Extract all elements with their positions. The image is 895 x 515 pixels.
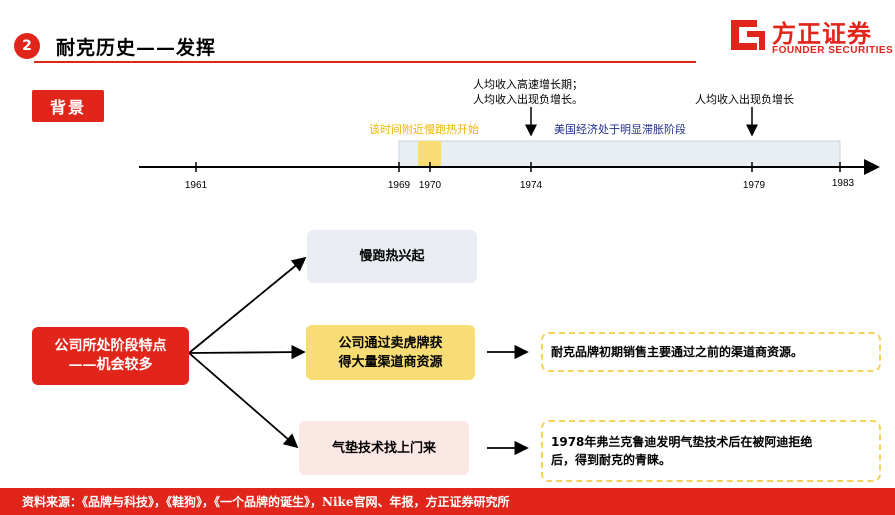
channel-resources-line2: 得大量渠道商资源 [338,354,443,370]
stagflation-label: 美国经济处于明显滞胀阶段 [554,124,686,136]
page-title: 耐克历史——发挥 [56,37,217,59]
arrow-to-branch-2 [188,344,306,360]
company-stage-line2: ——机会较多 [68,357,153,373]
arrow-to-branch-1 [188,256,307,354]
section-number-badge: 2 [14,33,40,59]
channel-note: 耐克品牌初期销售主要通过之前的渠道商资源。 [541,332,881,372]
year-label: 1974 [519,180,543,191]
company-stage-line1: 公司所处阶段特点 [54,338,167,354]
annotation-1974-line1: 人均收入高速增长期； [473,79,583,91]
logo-name-cn: 方正证券 [772,20,872,48]
year-label: 1979 [742,180,766,191]
air-cushion-note-line2: 后，得到耐克的青睐。 [551,453,672,467]
jogging-period-band [418,141,441,167]
jogging-boom-box: 慢跑热兴起 [307,230,477,283]
year-label: 1969 [387,180,411,191]
year-label: 1970 [418,180,442,191]
logo-name-en: FOUNDER SECURITIES [772,45,894,56]
title-divider [34,61,696,63]
channel-note-text: 耐克品牌初期销售主要通过之前的渠道商资源。 [551,345,804,359]
background-badge: 背景 [32,90,104,122]
annotation-1974-line2: 人均收入出现负增长。 [473,94,583,106]
year-label: 1961 [184,180,208,191]
air-cushion-text: 气垫技术找上门来 [331,440,436,456]
arrow-to-branch-3 [188,352,299,449]
jogging-boom-text: 慢跑热兴起 [359,249,425,264]
air-cushion-note: 1978年弗兰克鲁迪发明气垫技术后在被阿迪拒绝 后，得到耐克的青睐。 [541,420,881,482]
channel-resources-line1: 公司通过卖虎牌获 [338,335,443,351]
air-cushion-box: 气垫技术找上门来 [299,421,469,475]
year-label: 1983 [831,178,855,189]
source-footer: 资料来源：《品牌与科技》，《鞋狗》，《一个品牌的诞生》，Nike官网、年报，方正… [0,488,895,515]
source-text: 资料来源：《品牌与科技》，《鞋狗》，《一个品牌的诞生》，Nike官网、年报，方正… [22,495,510,509]
company-stage-box: 公司所处阶段特点 ——机会较多 [32,327,189,385]
founder-logo-icon [731,20,765,50]
stagflation-period-band [398,140,841,168]
channel-resources-box: 公司通过卖虎牌获 得大量渠道商资源 [306,325,475,380]
annotation-1979: 人均收入出现负增长 [695,94,794,106]
air-cushion-note-line1: 1978年弗兰克鲁迪发明气垫技术后在被阿迪拒绝 [551,435,813,449]
jogging-label: 该时间附近慢跑热开始 [369,124,479,136]
